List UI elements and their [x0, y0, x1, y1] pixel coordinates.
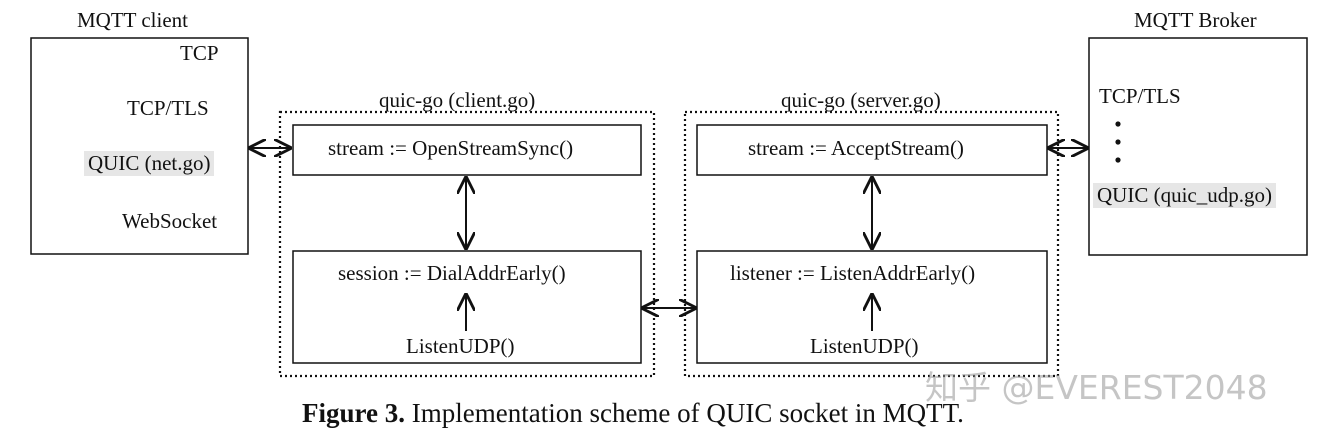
ellipsis-dot: [1115, 157, 1121, 163]
quic-server-title: quic-go (server.go): [781, 88, 941, 112]
accept-stream-label: stream := AcceptStream(): [748, 136, 964, 160]
accept-stream-box: [696, 124, 1048, 176]
quic-server-container: [683, 110, 1060, 378]
open-stream-box: [292, 124, 642, 176]
ellipsis-dot: [1115, 139, 1121, 145]
dial-session-box: [292, 250, 642, 364]
client-listenudp-label: ListenUDP(): [406, 334, 515, 358]
quic-client-title: quic-go (client.go): [379, 88, 536, 112]
figure-caption: Figure 3. Implementation scheme of QUIC …: [302, 400, 964, 427]
mqtt-client-box: [30, 37, 249, 255]
broker-item-quic: QUIC (quic_udp.go): [1093, 183, 1276, 208]
listener-label: listener := ListenAddrEarly(): [730, 261, 976, 285]
dial-session-label: session := DialAddrEarly(): [338, 261, 566, 285]
client-item-quic: QUIC (net.go): [84, 151, 215, 176]
quic-client-container: [278, 110, 656, 378]
caption-text: Implementation scheme of QUIC socket in …: [405, 398, 964, 428]
client-item-tcp: TCP: [180, 41, 219, 65]
client-item-tcp-tls: TCP/TLS: [127, 96, 209, 120]
listener-box: [696, 250, 1048, 364]
ellipsis-dot: [1115, 121, 1121, 127]
open-stream-label: stream := OpenStreamSync(): [328, 136, 574, 160]
server-listenudp-label: ListenUDP(): [810, 334, 919, 358]
caption-label: Figure 3.: [302, 398, 405, 428]
mqtt-broker-title: MQTT Broker: [1134, 8, 1257, 32]
watermark: 知乎 @EVEREST2048: [925, 368, 1268, 407]
client-item-websocket: WebSocket: [122, 209, 218, 233]
mqtt-broker-box: [1088, 37, 1308, 256]
mqtt-client-title: MQTT client: [77, 8, 189, 32]
broker-item-tcp-tls: TCP/TLS: [1099, 84, 1181, 108]
